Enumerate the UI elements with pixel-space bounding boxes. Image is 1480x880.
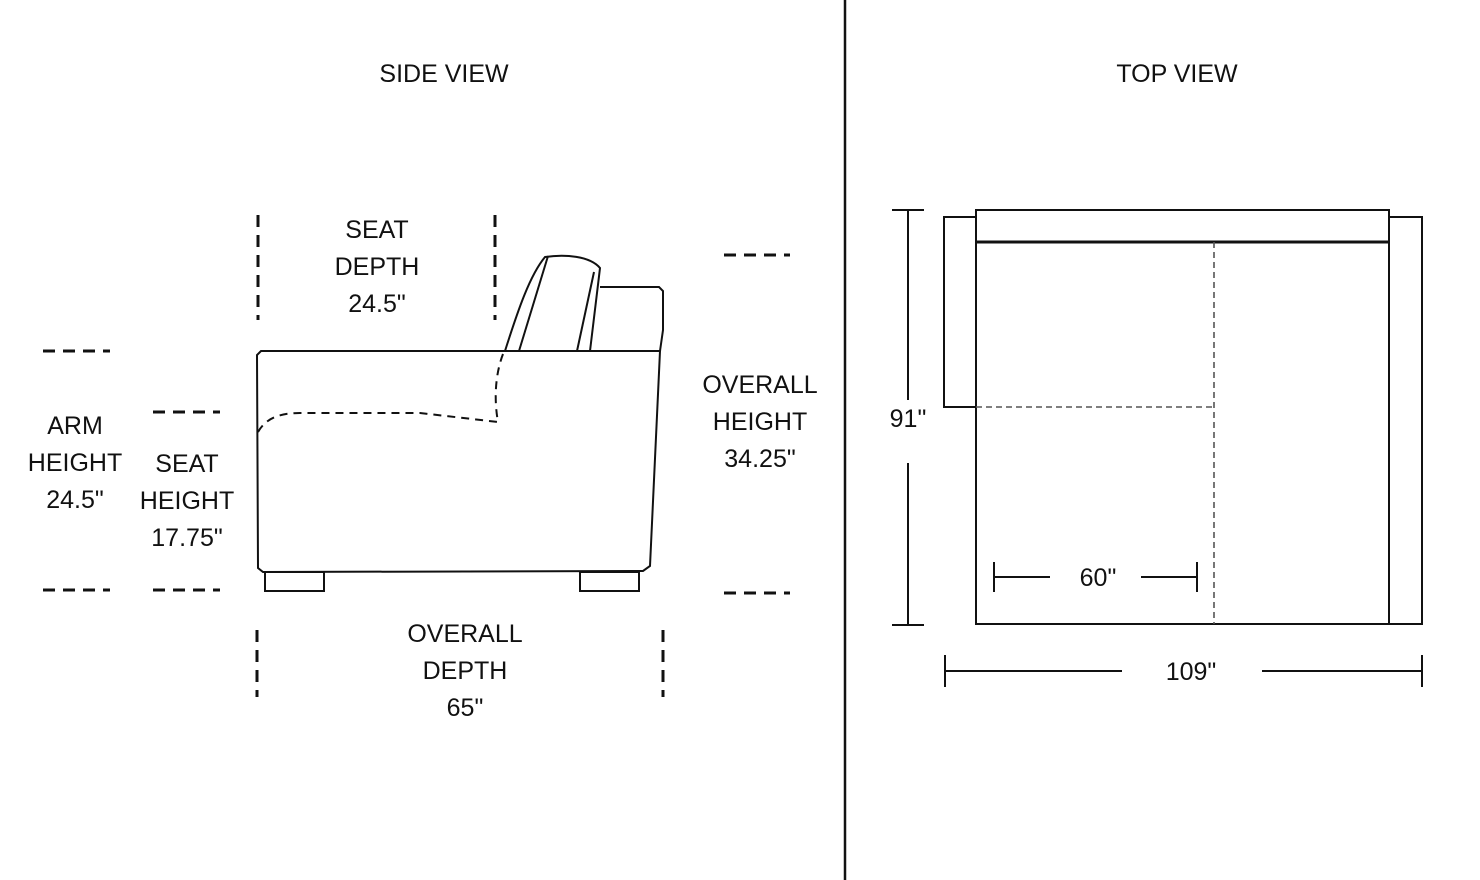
- overall-height-label-line2: HEIGHT: [713, 408, 807, 436]
- overall-depth-label-line1: OVERALL: [407, 620, 522, 648]
- seat-height-value: 17.75": [151, 524, 222, 552]
- sofa-seat-area: [975, 241, 1390, 625]
- sofa-back-cushion: [504, 254, 602, 352]
- depth-value: 91": [890, 405, 927, 433]
- sofa-side-drawing: [255, 254, 664, 592]
- overall-height-label: OVERALL HEIGHT 34.25": [702, 371, 817, 473]
- sofa-back-top: [975, 209, 1390, 243]
- seat-height-label-line1: SEAT: [155, 450, 218, 478]
- chaise-width-value: 60": [1080, 564, 1117, 592]
- sofa-arm-body: [255, 350, 662, 574]
- arm-height-label-line1: ARM: [47, 412, 103, 440]
- seat-cushion-outline: [257, 353, 504, 433]
- overall-depth-label: OVERALL DEPTH 65": [407, 620, 522, 722]
- seat-depth-label-line2: DEPTH: [335, 253, 420, 281]
- chaise-width-dimension: 60": [993, 562, 1198, 592]
- side-view-title: SIDE VIEW: [379, 60, 509, 88]
- overall-depth-label-line2: DEPTH: [423, 657, 508, 685]
- top-view: TOP VIEW 60" 91": [890, 60, 1423, 687]
- sofa-right-arm: [1388, 216, 1423, 625]
- overall-height-value: 34.25": [724, 445, 795, 473]
- sofa-left-arm: [943, 216, 977, 408]
- side-view: SIDE VIEW SEAT DEPTH 24.5" ARM HEIGHT 24…: [28, 60, 818, 722]
- sofa-top-drawing: [943, 209, 1423, 625]
- sofa-back-leg: [579, 571, 640, 592]
- seat-depth-value: 24.5": [348, 290, 406, 318]
- seat-height-label: SEAT HEIGHT 17.75": [140, 450, 234, 552]
- arm-height-value: 24.5": [46, 486, 104, 514]
- width-dimension: 109": [944, 655, 1423, 687]
- depth-dimension: 91": [890, 209, 927, 626]
- sofa-front-leg: [264, 571, 325, 592]
- overall-depth-value: 65": [447, 694, 484, 722]
- seat-depth-label-line1: SEAT: [345, 216, 408, 244]
- sofa-backrest: [600, 286, 664, 352]
- seat-height-label-line2: HEIGHT: [140, 487, 234, 515]
- overall-height-label-line1: OVERALL: [702, 371, 817, 399]
- arm-height-label-line2: HEIGHT: [28, 449, 122, 477]
- width-value: 109": [1166, 658, 1217, 686]
- arm-height-label: ARM HEIGHT 24.5": [28, 412, 122, 514]
- back-cushion-seam-front: [518, 255, 549, 352]
- seat-depth-label: SEAT DEPTH 24.5": [335, 216, 420, 318]
- top-view-title: TOP VIEW: [1116, 60, 1238, 88]
- back-cushion-seam-rear: [576, 271, 595, 352]
